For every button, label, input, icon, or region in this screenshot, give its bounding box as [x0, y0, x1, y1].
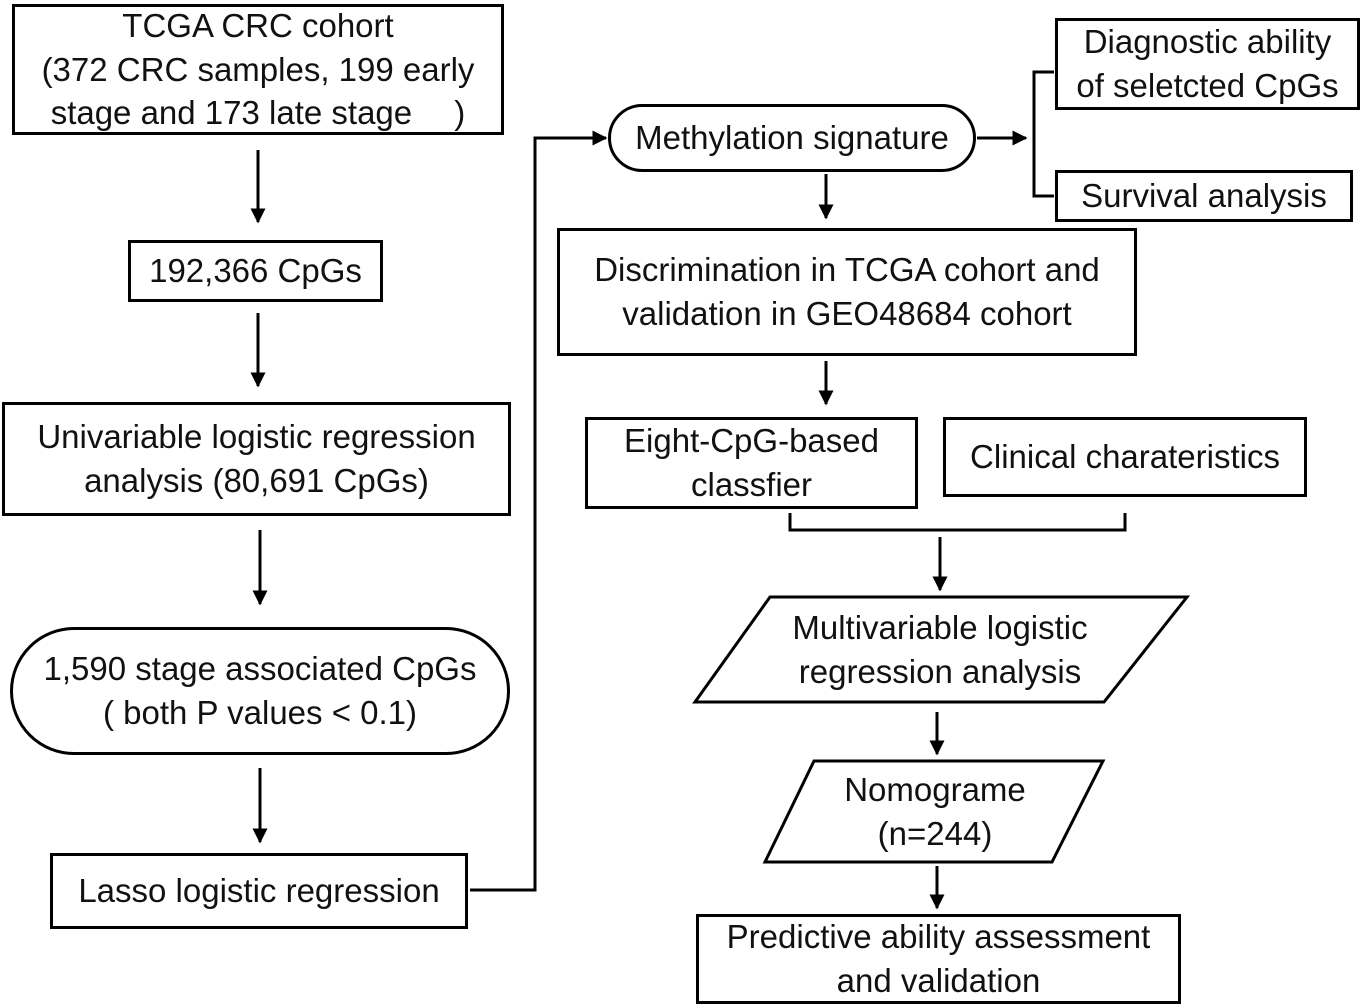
predictive-box: Predictive ability assessment and valida… [696, 914, 1181, 1004]
clinical-box: Clinical charateristics [943, 417, 1307, 497]
predictive-line2: and validation [836, 962, 1041, 999]
classifier-box: Eight-CpG-based classfier [585, 417, 918, 509]
discrimination-line2: validation in GEO48684 cohort [622, 295, 1072, 332]
discrimination-box: Discrimination in TCGA cohort and valida… [557, 228, 1137, 356]
tcga-cohort-line1: TCGA CRC cohort [122, 7, 394, 45]
stage-associated-line1: 1,590 stage associated CpGs [43, 650, 477, 688]
multivariable-line1: Multivariable logistic [792, 609, 1088, 647]
branch-bracket [1032, 70, 1054, 198]
tcga-cohort-line2: (372 CRC samples, 199 early [41, 50, 475, 88]
stage-associated-pill: 1,590 stage associated CpGs ( both P val… [10, 627, 510, 755]
univariable-line1: Univariable logistic regression [37, 418, 476, 456]
nomogram-line2: (n=244) [877, 815, 993, 852]
methylation-signature-pill: Methylation signature [608, 104, 976, 172]
merge-bracket [788, 513, 1127, 532]
lasso-box: Lasso logistic regression [50, 853, 468, 929]
tcga-cohort-box: TCGA CRC cohort (372 CRC samples, 199 ea… [12, 4, 504, 135]
survival-analysis-label: Survival analysis [1081, 177, 1327, 215]
univariable-box: Univariable logistic regression analysis… [2, 402, 511, 516]
tcga-cohort-line3: stage and 173 late stage ) [50, 94, 466, 132]
multivariable-shape [692, 595, 1191, 704]
survival-analysis-box: Survival analysis [1055, 170, 1353, 222]
classifier-line2: classfier [690, 466, 813, 503]
lasso-label: Lasso logistic regression [78, 872, 440, 910]
univariable-line2: analysis (80,691 CpGs) [84, 462, 429, 499]
stage-associated-line2: ( both P values < 0.1) [103, 694, 417, 731]
arrow-lasso-to-signature [470, 130, 608, 892]
classifier-line1: Eight-CpG-based [624, 422, 879, 460]
multivariable-label: Multivariable logistic regression analys… [720, 604, 1160, 696]
nomogram-shape [762, 759, 1106, 864]
nomogram-label: Nomograme (n=244) [790, 767, 1080, 857]
diagnostic-ability-line1: Diagnostic ability [1083, 23, 1332, 61]
multivariable-line2: regression analysis [798, 653, 1082, 690]
discrimination-line1: Discrimination in TCGA cohort and [594, 251, 1100, 289]
clinical-label: Clinical charateristics [970, 438, 1280, 476]
cpgs-total-label: 192,366 CpGs [149, 252, 362, 290]
nomogram-line1: Nomograme [844, 771, 1026, 809]
methylation-signature-label: Methylation signature [635, 119, 949, 157]
diagnostic-ability-line2: of seletcted CpGs [1076, 67, 1339, 104]
predictive-line1: Predictive ability assessment [726, 918, 1151, 956]
cpgs-total-box: 192,366 CpGs [128, 240, 383, 302]
diagnostic-ability-box: Diagnostic ability of seletcted CpGs [1055, 18, 1360, 110]
